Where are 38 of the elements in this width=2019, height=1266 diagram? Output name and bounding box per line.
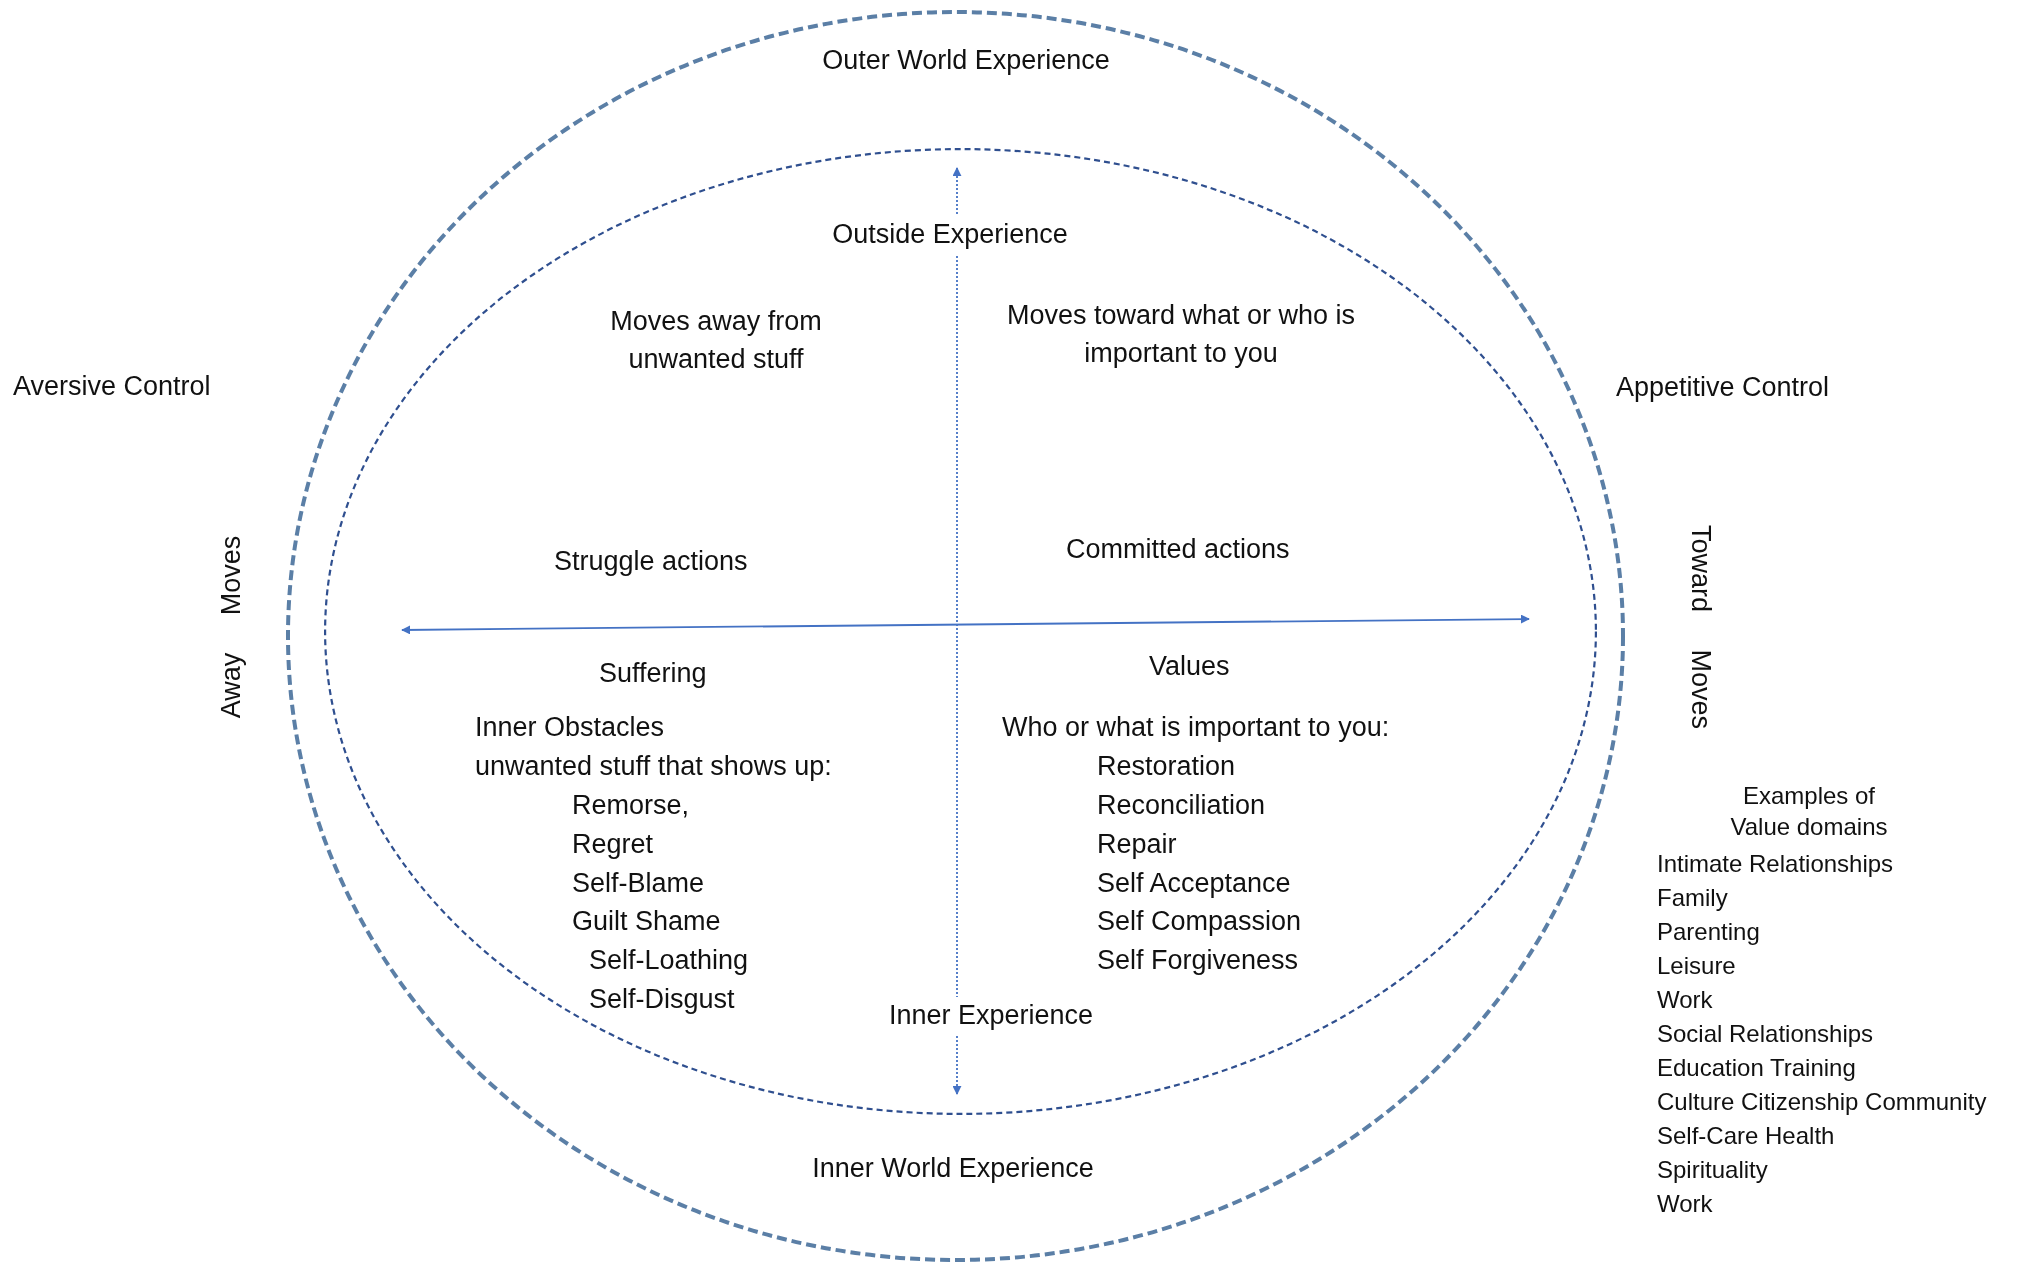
label: Restoration [1097, 750, 1236, 783]
label: Self Acceptance [1097, 867, 1291, 900]
label: Appetitive Control [1616, 371, 1830, 404]
label: Values [1149, 650, 1230, 683]
label: Self Compassion [1097, 905, 1302, 938]
label: Committed actions [1066, 533, 1290, 566]
label: Inner Obstacles [475, 711, 665, 744]
label: Suffering [599, 657, 707, 690]
list-item: Work [1657, 1189, 1713, 1219]
axis-label: Toward Moves [1684, 524, 1717, 730]
label: Reconciliation [1097, 789, 1266, 822]
list-item: Culture Citizenship Community [1657, 1087, 1987, 1117]
list-item: Education Training [1657, 1053, 1856, 1083]
label: Regret [572, 828, 654, 861]
label: Self-Disgust [589, 983, 735, 1016]
label: Self Forgiveness [1097, 944, 1299, 977]
label: unwanted stuff that shows up: [475, 750, 832, 783]
label: Who or what is important to you: [1002, 711, 1390, 744]
axis-label: Away Moves [215, 535, 248, 719]
quadrant-text: Moves away from unwanted stuff [609, 305, 823, 376]
list-heading: Examples of Value domains [1729, 781, 1889, 843]
quadrant-text: Moves toward what or who is important to you [1005, 299, 1357, 370]
list-item: Family [1657, 883, 1728, 913]
list-item: Intimate Relationships [1657, 849, 1894, 879]
list-item: Self-Care Health [1657, 1121, 1835, 1151]
label: Guilt Shame [572, 905, 721, 938]
list-item: Social Relationships [1657, 1019, 1874, 1049]
list-item: Spirituality [1657, 1155, 1768, 1185]
label: Self-Blame [572, 867, 705, 900]
list-item: Leisure [1657, 951, 1736, 981]
list-item: Parenting [1657, 917, 1760, 947]
label: Self-Loathing [589, 944, 749, 977]
label: Aversive Control [13, 370, 211, 403]
list-item: Work [1657, 985, 1713, 1015]
label: Struggle actions [554, 545, 748, 578]
label: Repair [1097, 828, 1177, 861]
dashed-ellipse [324, 148, 1597, 1115]
label: Remorse, [572, 789, 690, 822]
